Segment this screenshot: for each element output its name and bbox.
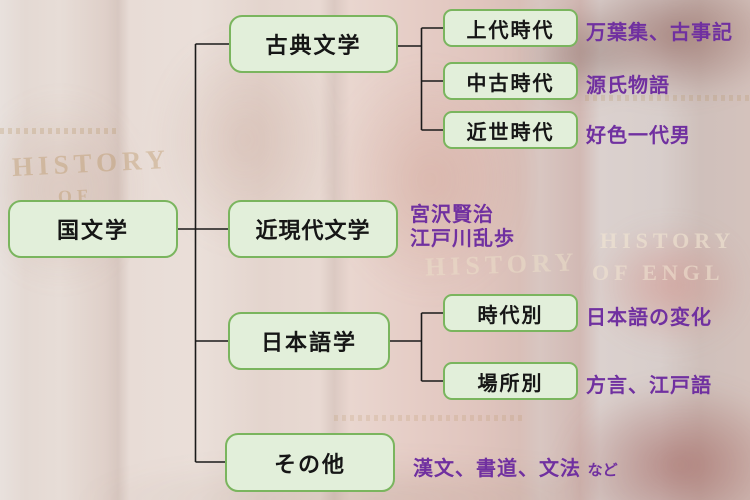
- node-label: 近現代文学: [255, 218, 371, 243]
- node-label: 国文学: [56, 218, 129, 243]
- node-label: 古典文学: [265, 33, 362, 58]
- note-genji-monogatari: 源氏物語: [586, 75, 670, 97]
- note-nihongo-no-henka: 日本語の変化: [586, 307, 712, 329]
- node-label: 場所別: [477, 372, 544, 395]
- node-label: その他: [273, 451, 346, 477]
- node-label: 時代別: [477, 304, 544, 327]
- node-nihongogaku: 日本語学: [228, 312, 390, 370]
- note-line-edogawa-ranpo: 江戸川乱歩: [410, 228, 515, 250]
- node-label: 中古時代: [466, 72, 555, 95]
- node-label: 上代時代: [466, 19, 555, 42]
- note-suffix: など: [587, 462, 618, 479]
- note-koshoku-ichidai-otoko: 好色一代男: [586, 125, 691, 147]
- spine-ornament-band: [334, 415, 524, 421]
- spine-ornament-band: [585, 95, 750, 101]
- node-kingendai-bungaku: 近現代文学: [228, 200, 398, 258]
- node-koten-bungaku: 古典文学: [229, 15, 398, 73]
- note-hogen-edogo: 方言、江戸語: [586, 375, 712, 397]
- note-modern-authors: 宮沢賢治 江戸川乱歩: [410, 203, 515, 251]
- node-label: 近世時代: [466, 121, 555, 144]
- node-chuko-jidai: 中古時代: [443, 62, 578, 100]
- note-sonota-examples: 漢文、書道、文法 など: [413, 452, 618, 481]
- node-jodai-jidai: 上代時代: [443, 9, 578, 47]
- note-manyoshu-kojiki: 万葉集、古事記: [586, 22, 733, 44]
- node-label: 日本語学: [260, 330, 357, 355]
- spine-ornament-band: [0, 128, 118, 134]
- node-kokubungaku: 国文学: [8, 200, 178, 258]
- node-kinsei-jidai: 近世時代: [443, 111, 578, 149]
- node-bashobetsu: 場所別: [443, 362, 578, 400]
- note-text: 漢文、書道、文法: [413, 458, 581, 480]
- node-sonota: その他: [225, 433, 395, 492]
- note-line-miyazawa-kenji: 宮沢賢治: [410, 204, 494, 226]
- node-jidaibetsu: 時代別: [443, 294, 578, 332]
